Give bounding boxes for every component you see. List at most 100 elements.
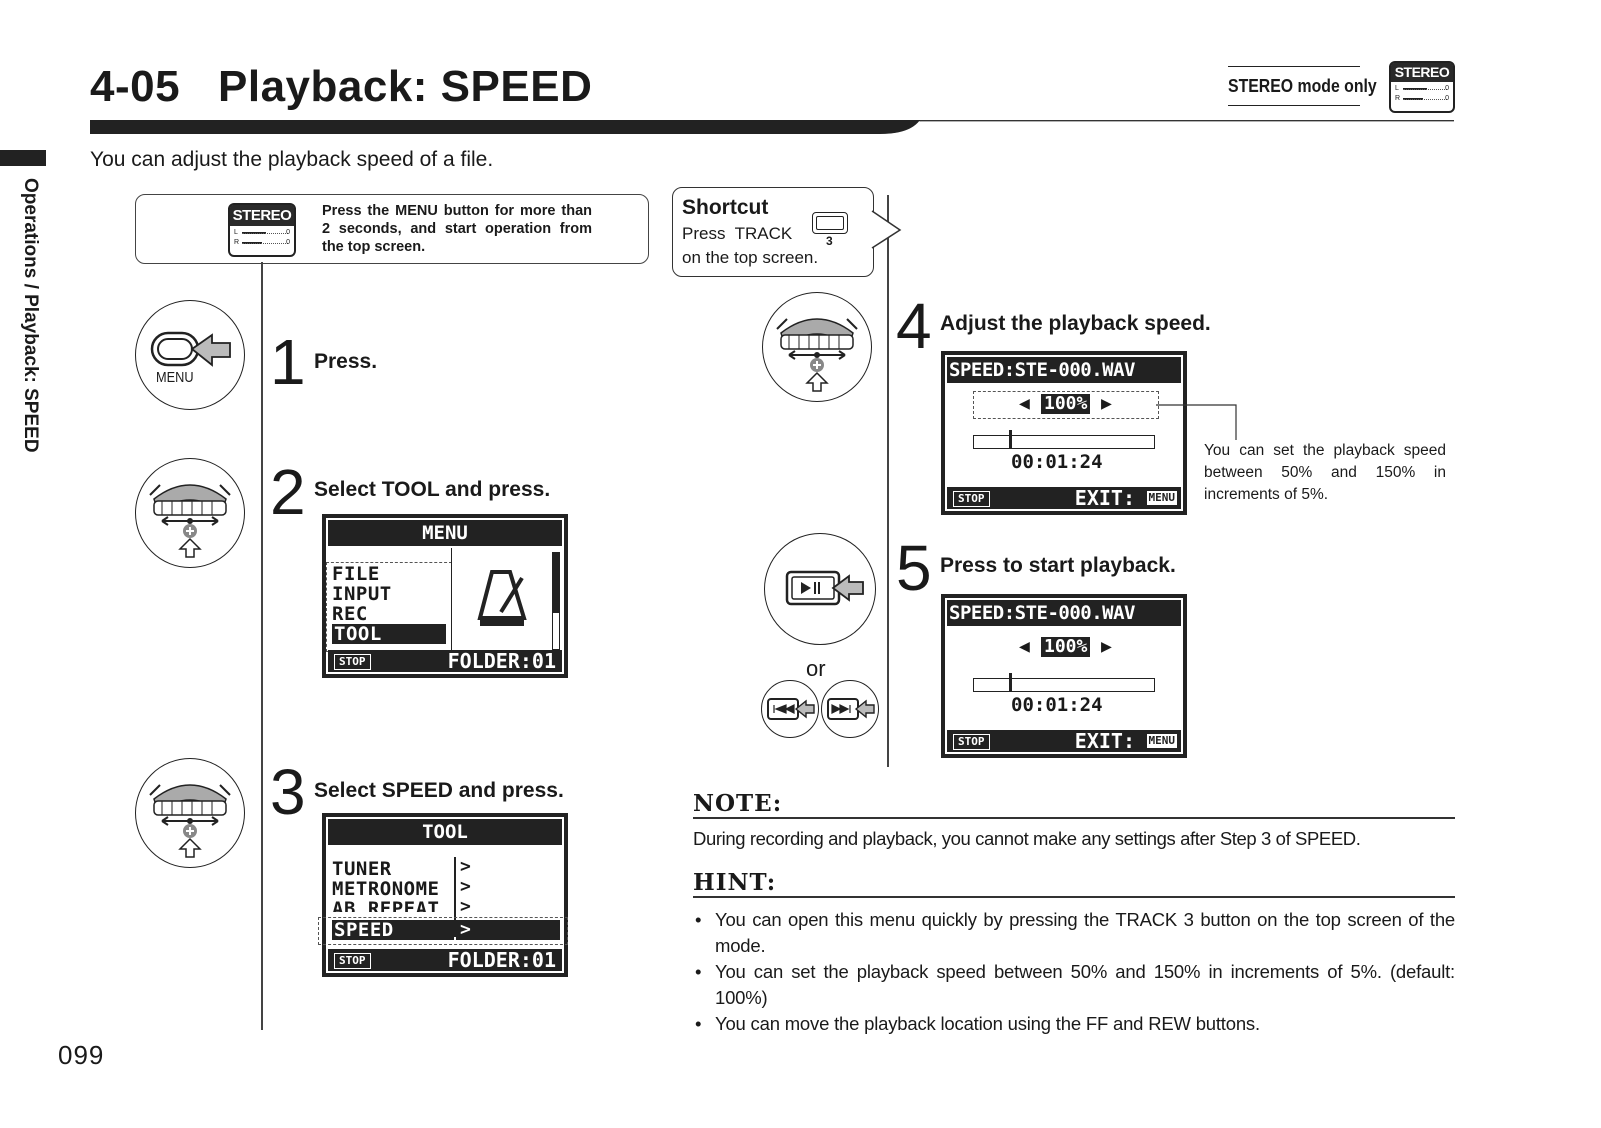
shortcut-line-2: on the top screen. [682, 248, 819, 267]
track-key-number: 3 [826, 234, 833, 248]
lcd-tool-header: TOOL [328, 819, 562, 845]
menu-button-label: MENU [156, 369, 194, 386]
hint-item: You can open this menu quickly by pressi… [693, 907, 1455, 959]
lcd-tool-speed-arrow: > [456, 920, 560, 940]
lcd-speed-left-arrow: ◀ [1019, 393, 1030, 414]
lcd-speed-screen: SPEED:STE-000.WAV ◀ 100% ▶ 00:01:24 STOP… [941, 351, 1187, 515]
lcd-speed-header: SPEED:STE-000.WAV [947, 600, 1181, 626]
lcd-stop-key: STOP [953, 734, 990, 750]
lcd-menu-item-file: FILE [332, 563, 380, 585]
meter-r-label: R [1395, 95, 1401, 102]
lcd-position-bar [973, 673, 1155, 692]
lcd-stop-key: STOP [334, 953, 371, 969]
page-number: 099 [58, 1040, 105, 1070]
lcd-speed-time: 00:01:24 [1011, 694, 1103, 716]
note-heading: NOTE: [693, 790, 783, 817]
lcd-speed-right-arrow: ▶ [1101, 393, 1112, 414]
lcd-tool-item-tuner: TUNER [332, 858, 392, 880]
side-tab-label: Operations / Playback: SPEED [20, 178, 41, 453]
hint-heading: HINT: [693, 869, 777, 896]
lcd-speed-footer: STOP EXIT: MENU [947, 487, 1181, 509]
play-pause-button-icon [764, 533, 876, 645]
column-divider [887, 195, 889, 767]
range-callout-line [1156, 404, 1237, 440]
wheel-press-icon [135, 758, 245, 868]
lcd-position-marker [1009, 673, 1012, 691]
meter-r-label: R [234, 239, 240, 246]
lcd-menu-key: MENU [1146, 734, 1177, 748]
lcd-menu-item-rec: REC [332, 603, 368, 625]
lcd-tool-screen: TOOL TUNER METRONOME AB REPEAT >>> SPEED… [318, 813, 568, 977]
shortcut-title: Shortcut [682, 196, 769, 219]
section-number: 4-05 [90, 62, 181, 111]
wheel-press-icon [135, 458, 245, 568]
lcd-speed-right-arrow: ▶ [1101, 636, 1112, 657]
lcd-exit-label: EXIT: [1074, 729, 1135, 753]
step-5-title: Press to start playback. [940, 554, 1176, 577]
side-tab-marker [0, 150, 46, 166]
lcd-tool-item-metronome: METRONOME [332, 878, 440, 900]
step-1-title: Press. [314, 350, 378, 373]
lcd-tool-item-speed: SPEED [332, 920, 454, 940]
lcd-menu-item-input: INPUT [332, 583, 392, 605]
step-4-number: 4 [896, 290, 932, 362]
meter-zero-label: 0 [1445, 85, 1449, 92]
lcd-folder: FOLDER:01 [447, 948, 556, 972]
lcd-speed-header: SPEED:STE-000.WAV [947, 357, 1181, 383]
step-3-title: Select SPEED and press. [314, 779, 564, 802]
step-4-title: Adjust the playback speed. [940, 312, 1211, 335]
section-title: Playback: SPEED [218, 62, 593, 111]
step-3-number: 3 [270, 756, 306, 828]
lcd-speed-playback-screen: SPEED:STE-000.WAV ◀ 100% ▶ 00:01:24 STOP… [941, 594, 1187, 758]
meter-zero-label: 0 [286, 239, 290, 246]
lcd-stop-key: STOP [334, 654, 371, 670]
lcd-stop-key: STOP [953, 491, 990, 507]
stereo-mode-label: STEREO mode only [1228, 66, 1377, 106]
step-1-number: 1 [270, 326, 306, 398]
hint-rule [693, 896, 1455, 898]
shortcut-pointer [871, 210, 902, 249]
meter-l-label: L [1395, 85, 1399, 92]
lcd-menu-item-tool: TOOL [332, 624, 446, 644]
lcd-tool-footer: STOP FOLDER:01 [328, 949, 562, 971]
lcd-tool-selection-frame [318, 917, 568, 945]
step-column-divider [261, 262, 263, 1030]
lcd-position-marker [1009, 430, 1012, 448]
lcd-speed-footer: STOP EXIT: MENU [947, 730, 1181, 752]
step-2-number: 2 [270, 456, 306, 528]
wheel-turn-icon [762, 292, 872, 402]
lcd-menu-key: MENU [1146, 491, 1177, 505]
stereo-badge: STEREO L 0 R 0 [1389, 61, 1455, 113]
lcd-tool-arrows: >>> [460, 856, 471, 917]
meter-zero-label: 0 [1445, 95, 1449, 102]
note-text: During recording and playback, you canno… [693, 828, 1361, 849]
lcd-scrollbar [552, 552, 560, 650]
track-key-icon [812, 212, 848, 234]
or-label: or [806, 656, 826, 681]
lcd-menu-header: MENU [328, 520, 562, 546]
lcd-speed-value: 100% [1041, 637, 1091, 657]
menu-instruction-text: Press the MENU button for more than 2 se… [322, 203, 592, 255]
lcd-position-bar [973, 430, 1155, 449]
hint-list: You can open this menu quickly by pressi… [693, 907, 1455, 1037]
lcd-speed-left-arrow: ◀ [1019, 636, 1030, 657]
lcd-speed-time: 00:01:24 [1011, 451, 1103, 473]
speed-range-note: You can set the playback speed between 5… [1204, 442, 1446, 503]
step-5-number: 5 [896, 532, 932, 604]
step-2-title: Select TOOL and press. [314, 478, 551, 501]
rew-button-icon [761, 680, 819, 738]
lcd-exit-label: EXIT: [1074, 486, 1135, 510]
meter-zero-label: 0 [286, 229, 290, 236]
lcd-menu-footer: STOP FOLDER:01 [328, 650, 562, 672]
stereo-badge-label: STEREO [1391, 63, 1453, 82]
hint-item: You can set the playback speed between 5… [693, 959, 1455, 1011]
ff-button-icon [821, 680, 879, 738]
lcd-speed-value: 100% [1041, 394, 1091, 414]
metronome-icon [477, 570, 527, 626]
menu-button-icon: MENU [135, 300, 245, 410]
lcd-menu-screen: MENU FILE INPUT REC TOOL STOP FOLDER:01 [322, 514, 568, 678]
shortcut-line-1: Press TRACK [682, 224, 793, 243]
stereo-badge-small-label: STEREO [230, 205, 294, 226]
page-title: 4-05 Playback: SPEED [90, 62, 592, 112]
